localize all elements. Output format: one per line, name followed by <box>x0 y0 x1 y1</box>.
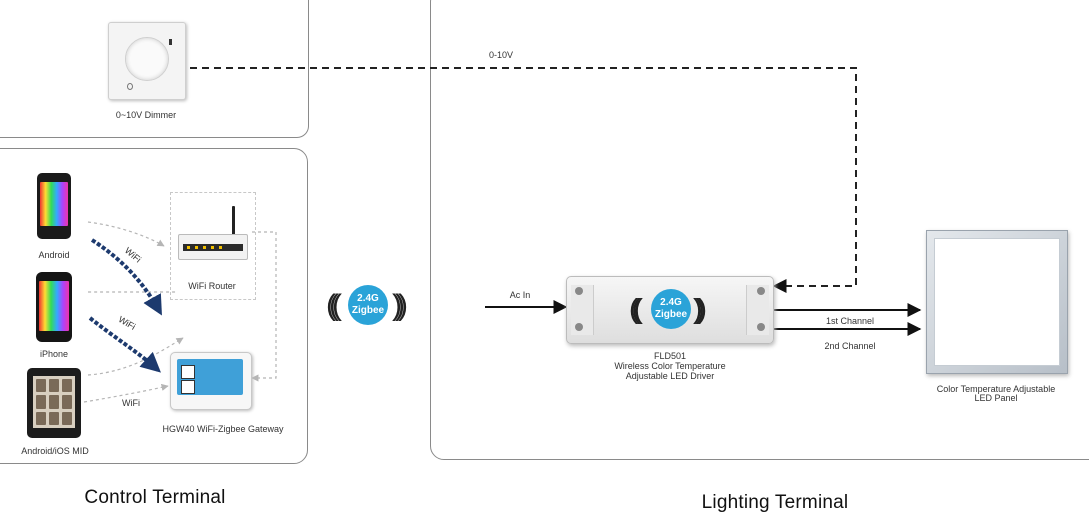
router-antenna <box>232 206 235 236</box>
zigbee-badge-line2: Zigbee <box>351 305 385 316</box>
zigbee-signal-left-icon: ((( <box>326 289 342 322</box>
signal-label: 0-10V <box>488 50 514 60</box>
led-panel <box>926 230 1068 374</box>
router-box <box>170 192 256 300</box>
control-terminal-label: Control Terminal <box>84 487 226 508</box>
gateway-label: HGW40 WiFi-Zigbee Gateway <box>162 424 284 434</box>
qr-code-icon-2 <box>181 380 195 394</box>
ac-in-label: Ac In <box>509 290 531 300</box>
android-phone <box>37 173 71 239</box>
driver-screw-icon <box>575 323 583 331</box>
android-router-link <box>87 221 165 247</box>
driver-badge-line1: 2.4G <box>660 297 682 308</box>
qr-code-icon <box>181 365 195 379</box>
channel1-label: 1st Channel <box>825 316 875 326</box>
mid-label: Android/iOS MID <box>21 446 89 456</box>
iphone <box>36 272 72 342</box>
iphone-screen <box>39 281 69 331</box>
lighting-terminal-label: Lighting Terminal <box>701 492 849 513</box>
driver-screw-icon <box>575 287 583 295</box>
led-panel-label-line2: LED Panel <box>974 393 1018 403</box>
driver-screw-icon <box>757 323 765 331</box>
zigbee-signal-right-icon: ))) <box>392 289 408 322</box>
zigbee-badge: 2.4G Zigbee <box>348 285 388 325</box>
mid-gateway-link <box>83 383 169 403</box>
tablet <box>27 368 81 438</box>
led-panel-label-line1: Color Temperature Adjustable <box>936 384 1056 394</box>
router-gateway-link <box>251 231 277 382</box>
android-screen <box>40 182 68 226</box>
iphone-up-link <box>87 337 184 376</box>
dimmer-label: 0~10V Dimmer <box>115 110 177 120</box>
zigbee-badge-line1: 2.4G <box>357 293 379 304</box>
led-panel-surface <box>934 238 1060 366</box>
driver-desc-line1: Wireless Color Temperature <box>614 361 726 371</box>
iphone-label: iPhone <box>39 349 69 359</box>
dimmer-switch[interactable] <box>108 22 186 100</box>
wifi-router <box>178 234 248 260</box>
wifi-label-3: WiFi <box>122 398 140 408</box>
router-label: WiFi Router <box>188 281 236 291</box>
android-label: Android <box>38 250 70 260</box>
bulb-icon <box>127 83 133 90</box>
dimmer-knob[interactable] <box>125 37 169 81</box>
gateway-device <box>170 352 252 410</box>
gateway-screen <box>177 359 243 395</box>
channel2-label: 2nd Channel <box>824 341 876 351</box>
tablet-screen <box>33 376 75 428</box>
dimmer-indicator-icon <box>169 39 172 45</box>
driver-signal-right-icon: ))) <box>693 293 707 324</box>
driver-screw-icon <box>757 287 765 295</box>
driver-model-label: FLD501 <box>653 351 687 361</box>
signal-wire <box>190 67 857 293</box>
wifi-arrow-1 <box>90 238 162 316</box>
led-driver: ((( 2.4G Zigbee ))) <box>566 276 774 344</box>
driver-signal-left-icon: ((( <box>629 293 643 324</box>
wifi-arrow-2 <box>88 316 161 373</box>
driver-zigbee-badge: 2.4G Zigbee <box>651 289 691 329</box>
driver-badge-line2: Zigbee <box>654 309 688 320</box>
driver-desc-line2: Adjustable LED Driver <box>625 371 715 381</box>
